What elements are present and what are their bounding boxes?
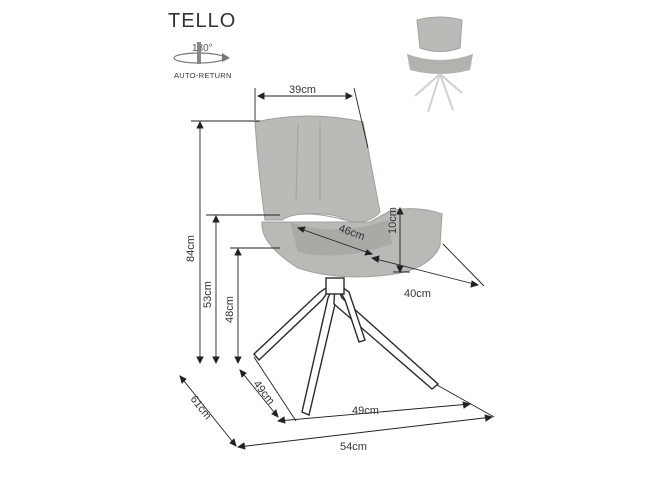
chair-legs — [253, 277, 440, 416]
label-armrest-height: 10cm — [387, 207, 399, 234]
backrest — [254, 115, 381, 223]
label-base-width: 49cm — [352, 405, 379, 417]
rotation-degrees: 180° — [192, 43, 213, 54]
dimension-lines — [179, 87, 495, 450]
label-total-width: 54cm — [340, 441, 367, 453]
label-total-height: 84cm — [185, 235, 197, 262]
label-total-depth: 61cm — [188, 393, 214, 422]
label-seat-width: 40cm — [404, 288, 431, 300]
rotation-arrow-icon — [173, 42, 230, 64]
product-title: TELLO — [168, 10, 237, 32]
chair-thumbnail — [407, 16, 473, 113]
auto-return-label: AUTO-RETURN — [174, 71, 232, 80]
label-seat-height: 48cm — [224, 296, 236, 323]
label-base-depth: 49cm — [251, 378, 277, 407]
label-backrest-width: 39cm — [289, 84, 316, 96]
label-armrest-floor-height: 53cm — [202, 281, 214, 308]
